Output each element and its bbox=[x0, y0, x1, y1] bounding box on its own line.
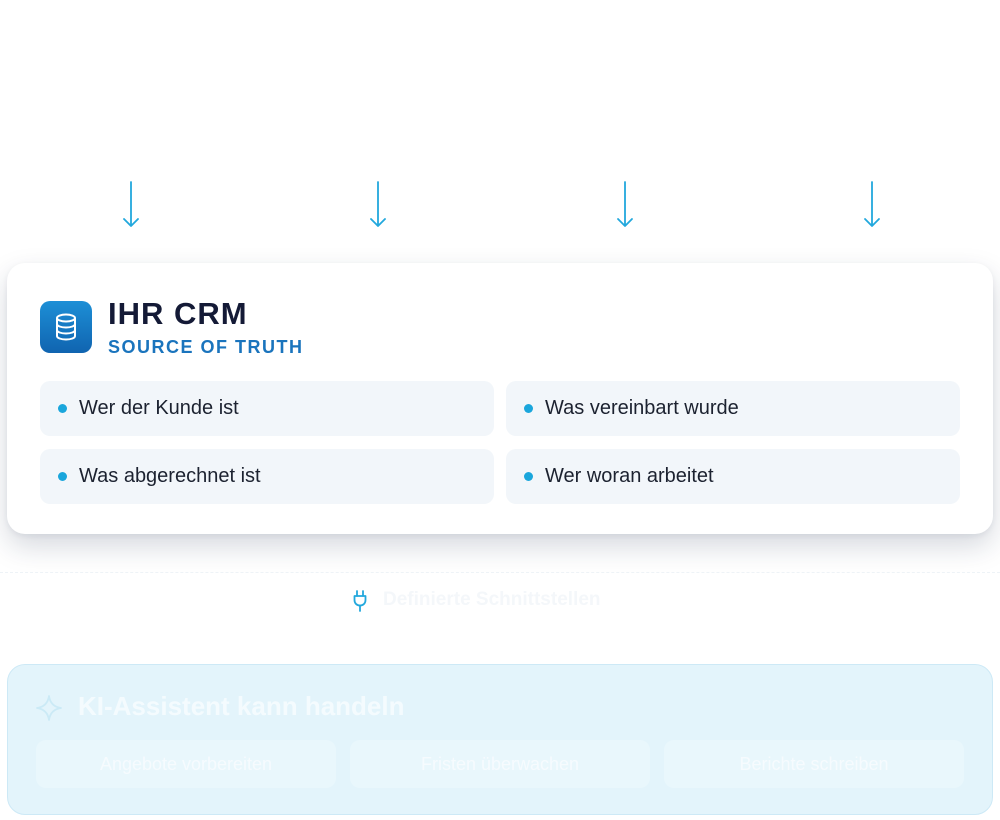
fact-item-agreement: Was vereinbart wurde bbox=[506, 381, 960, 436]
interface-label: Definierte Schnittstellen bbox=[383, 589, 601, 610]
flow-arrow-3 bbox=[615, 180, 635, 230]
ai-panel-title: KI-Assistent kann handeln bbox=[78, 691, 405, 721]
ai-assistant-panel: KI-Assistent kann handeln Angebote vorbe… bbox=[7, 664, 993, 815]
bullet-dot bbox=[58, 404, 67, 413]
bullet-dot bbox=[58, 472, 67, 481]
plug-icon bbox=[352, 589, 368, 618]
flow-arrow-1 bbox=[121, 180, 141, 230]
ai-action-reports: Berichte schreiben bbox=[664, 740, 964, 788]
database-icon bbox=[40, 301, 92, 353]
sparkle-icon bbox=[34, 693, 64, 728]
ai-action-offers: Angebote vorbereiten bbox=[36, 740, 336, 788]
ai-action-deadlines: Fristen überwachen bbox=[350, 740, 650, 788]
crm-title: IHR CRM bbox=[108, 296, 248, 331]
crm-subtitle: SOURCE OF TRUTH bbox=[108, 337, 304, 357]
flow-arrow-2 bbox=[368, 180, 388, 230]
fact-item-billing: Was abgerechnet ist bbox=[40, 449, 494, 504]
flow-arrow-4 bbox=[862, 180, 882, 230]
fact-item-assignment: Wer woran arbeitet bbox=[506, 449, 960, 504]
crm-card: IHR CRM SOURCE OF TRUTH Wer der Kunde is… bbox=[7, 263, 993, 534]
fact-label: Was abgerechnet ist bbox=[79, 465, 261, 487]
bullet-dot bbox=[524, 472, 533, 481]
fact-label: Wer woran arbeitet bbox=[545, 465, 714, 487]
interface-connector: Definierte Schnittstellen bbox=[0, 572, 1000, 629]
fact-label: Wer der Kunde ist bbox=[79, 397, 239, 419]
fact-label: Was vereinbart wurde bbox=[545, 397, 739, 419]
fact-item-customer: Wer der Kunde ist bbox=[40, 381, 494, 436]
bullet-dot bbox=[524, 404, 533, 413]
